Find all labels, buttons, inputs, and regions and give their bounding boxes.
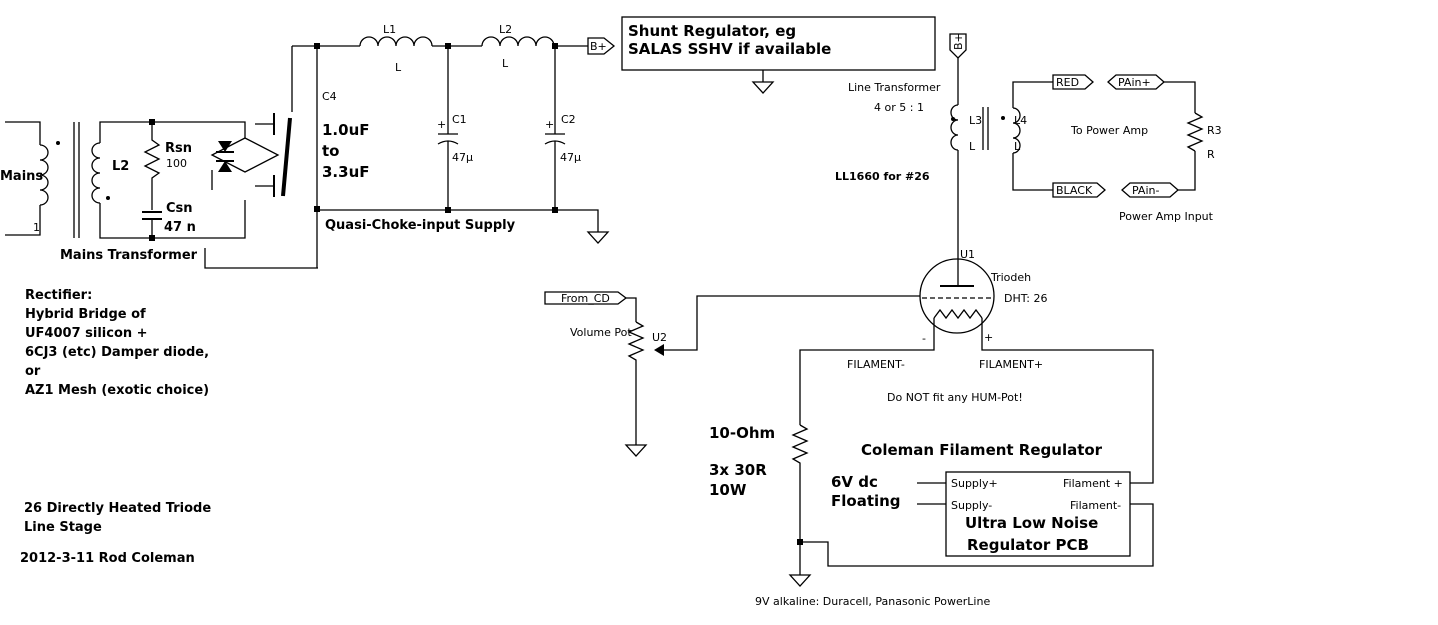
filament-minus-sign: - (922, 332, 926, 345)
filament-plus-pin: Filament + (1063, 477, 1123, 490)
shunt-regulator-block (621, 16, 967, 105)
c1-value: 47µ (452, 151, 473, 164)
c4-value-1: 1.0uF (322, 121, 370, 139)
rectifier-note-1: Rectifier: (25, 288, 92, 303)
c2-value: 47µ (560, 151, 581, 164)
c4-value-3: 3.3uF (322, 163, 370, 181)
rectifier-note-6: AZ1 Mesh (exotic choice) (25, 383, 209, 398)
csn-value: 47 n (164, 220, 196, 235)
c4-label: C4 (322, 90, 337, 103)
ll1660-label: LL1660 for #26 (835, 170, 930, 183)
line-transformer (950, 74, 1204, 268)
triode-tube (799, 258, 1154, 484)
mains-one-label: 1 (33, 221, 40, 234)
rectifier-note-5: or (25, 364, 41, 379)
shunt-regulator-line-2: SALAS SSHV if available (628, 40, 831, 58)
quasi-choke-label: Quasi-Choke-input Supply (325, 218, 516, 233)
red-port-label: RED (1056, 76, 1079, 89)
no-hum-pot-note: Do NOT fit any HUM-Pot! (887, 391, 1023, 404)
l1-label: L1 (383, 23, 396, 36)
u1-label: U1 (960, 248, 975, 261)
l3-sub: L (969, 140, 976, 153)
l2-choke-sub: L (502, 57, 509, 70)
ratio-label: 4 or 5 : 1 (874, 101, 924, 114)
supply-rail (291, 36, 616, 268)
credit-note: 2012-3-11 Rod Coleman (20, 551, 195, 566)
ten-w-label: 10W (709, 481, 747, 499)
filament-plus-sign: + (984, 331, 993, 344)
l4-label: L4 (1014, 114, 1027, 127)
bplus-left-label: B+ (590, 40, 607, 53)
to-power-amp-label: To Power Amp (1070, 124, 1148, 137)
volume-pot-label: Volume Pot (570, 326, 632, 339)
filament-plus-label: FILAMENT+ (979, 358, 1043, 371)
supply-plus-pin: Supply+ (951, 477, 998, 490)
rsn-value: 100 (166, 157, 187, 170)
three-30r-label: 3x 30R (709, 461, 767, 479)
l1-sub: L (395, 61, 402, 74)
l2-choke-label: L2 (499, 23, 512, 36)
r3-label: R3 (1207, 124, 1222, 137)
c2-plus: + (545, 118, 554, 131)
hybrid-bridge-rectifier (204, 113, 318, 269)
c1-label: C1 (452, 113, 467, 126)
c2-label: C2 (561, 113, 576, 126)
mains-transformer-label: Mains Transformer (60, 248, 198, 263)
stage-note-1: 26 Directly Heated Triode (24, 501, 211, 516)
pcb-line-1: Ultra Low Noise (965, 514, 1098, 532)
u2-label: U2 (652, 331, 667, 344)
shunt-regulator-line-1: Shunt Regulator, eg (628, 22, 796, 40)
from-cd-label: From_CD (561, 292, 610, 305)
rectifier-note-4: 6CJ3 (etc) Damper diode, (25, 345, 209, 360)
filament-circuit (788, 424, 1154, 587)
dht-label: DHT: 26 (1004, 292, 1047, 305)
c1-plus: + (437, 118, 446, 131)
snubber-network (142, 119, 162, 241)
l3-label: L3 (969, 114, 982, 127)
r3-sub: R (1207, 148, 1215, 161)
pcb-line-2: Regulator PCB (967, 536, 1089, 554)
csn-label: Csn (166, 201, 193, 216)
rsn-label: Rsn (165, 141, 192, 156)
mains-transformer (5, 121, 246, 239)
stage-note-2: Line Stage (24, 520, 102, 535)
rectifier-note-3: UF4007 silicon + (25, 326, 148, 341)
power-amp-input-label: Power Amp Input (1119, 210, 1214, 223)
six-v-label: 6V dc (831, 473, 878, 491)
supply-minus-pin: Supply- (951, 499, 992, 512)
bplus-right-label: B+ (952, 33, 965, 50)
rectifier-note-2: Hybrid Bridge of (25, 307, 146, 322)
filament-minus-label: FILAMENT- (847, 358, 905, 371)
volume-pot-circuit (544, 291, 920, 457)
pain-plus-label: PAin+ (1118, 76, 1151, 89)
mains-label: Mains (0, 169, 43, 184)
ten-ohm-label: 10-Ohm (709, 424, 775, 442)
floating-label: Floating (831, 492, 901, 510)
l2-primary-label: L2 (112, 159, 129, 174)
line-transformer-label: Line Transformer (848, 81, 941, 94)
l4-sub: L (1014, 140, 1021, 153)
c4-value-2: to (322, 142, 339, 160)
filament-minus-pin: Filament- (1070, 499, 1121, 512)
pain-minus-label: PAin- (1132, 184, 1159, 197)
coleman-regulator-title: Coleman Filament Regulator (861, 441, 1103, 459)
triodeh-label: Triodeh (990, 271, 1031, 284)
battery-label: 9V alkaline: Duracell, Panasonic PowerLi… (755, 595, 990, 608)
black-port-label: BLACK (1056, 184, 1093, 197)
